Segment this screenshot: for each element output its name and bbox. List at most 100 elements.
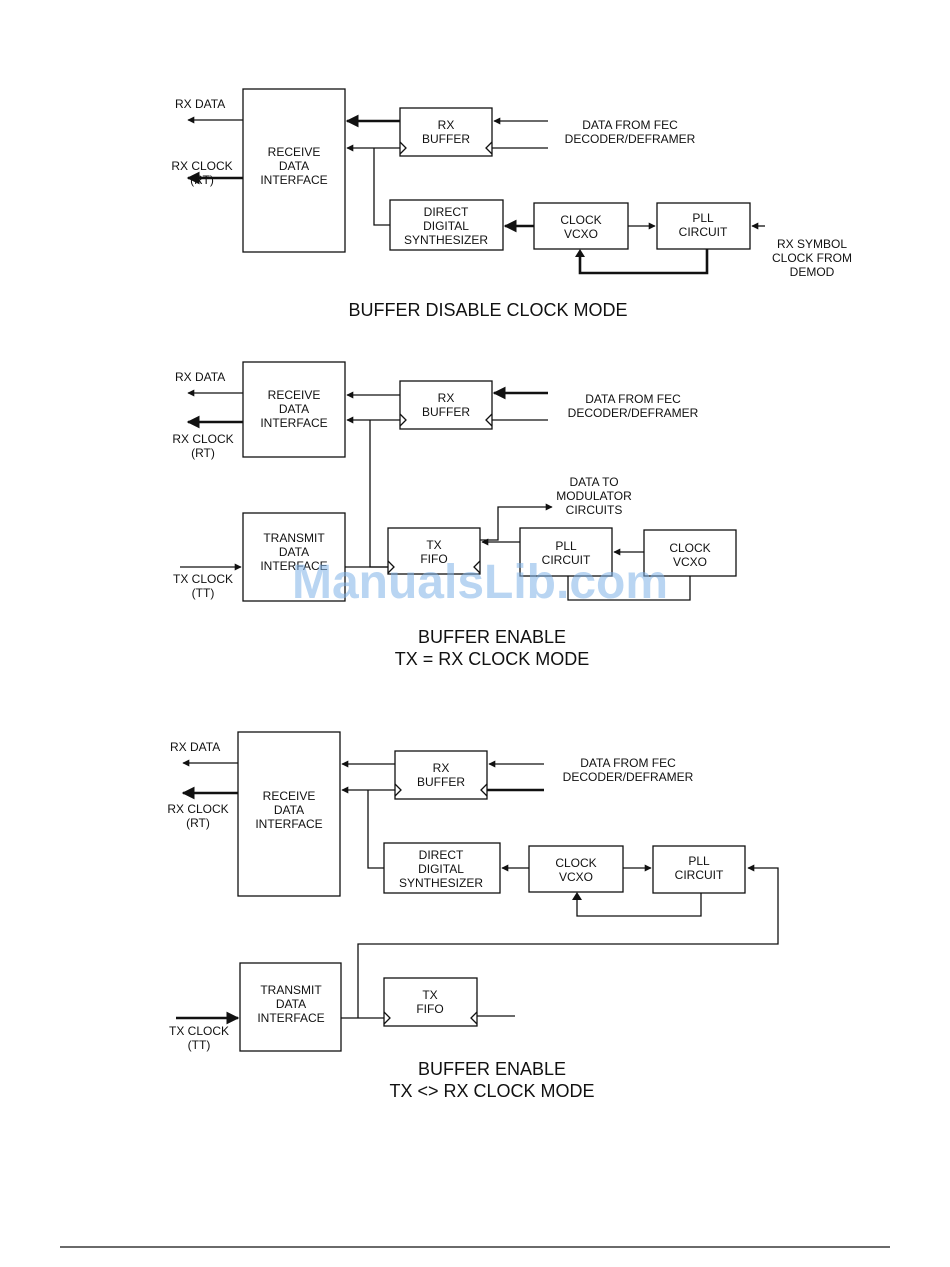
rx-clock-label: RX CLOCK: [167, 802, 228, 816]
tx-fifo-box: [383, 977, 478, 1027]
rx-clock-sub-label: (RT): [186, 816, 210, 830]
pll-circuit-box: [652, 845, 746, 894]
fifo-to-modulator-arrow: [480, 503, 553, 541]
tx-fifo-label-2: FIFO: [420, 552, 447, 566]
transmit-label-2: DATA: [276, 997, 306, 1011]
rx-buffer-label-1: RX: [438, 391, 455, 405]
transmit-label-2: DATA: [279, 545, 309, 559]
receive-data-interface-box: [237, 731, 341, 897]
pll-label-1: PLL: [692, 211, 714, 225]
clock-input-notch: [470, 1011, 478, 1025]
clock-vcxo-label-1: CLOCK: [560, 213, 601, 227]
transmit-label-3: INTERFACE: [260, 559, 327, 573]
rx-data-label: RX DATA: [175, 97, 225, 111]
dds-clock-line: [367, 790, 384, 869]
pll-label-1: PLL: [555, 539, 577, 553]
data-to-modulator-label-1: DATA TO: [569, 475, 618, 489]
rx-symbol-label-1: RX SYMBOL: [777, 237, 847, 251]
diagram2-caption-line1: BUFFER ENABLE: [418, 627, 566, 647]
dds-label-3: SYNTHESIZER: [404, 233, 488, 247]
data-from-fec-label-1: DATA FROM FEC: [582, 118, 678, 132]
pll-label-2: CIRCUIT: [675, 868, 724, 882]
receive-label-3: INTERFACE: [255, 817, 322, 831]
pll-feedback-line: [578, 249, 709, 275]
clock-input-notch: [387, 560, 395, 574]
rx-symbol-label-2: CLOCK FROM: [772, 251, 852, 265]
tx-clock-to-pll-line: [357, 864, 779, 1018]
pll-feedback-line: [576, 893, 702, 917]
clock-vcxo-label-1: CLOCK: [555, 856, 596, 870]
data-from-fec-label-2: DECODER/DEFRAMER: [563, 770, 694, 784]
tx-clock-label: TX CLOCK: [173, 572, 233, 586]
dds-clock-line: [373, 148, 390, 226]
clock-input-notch: [473, 560, 481, 574]
data-to-modulator-label-3: CIRCUITS: [566, 503, 623, 517]
rx-buffer-box: [399, 107, 493, 157]
tx-fifo-box: [387, 527, 481, 575]
pll-circuit-box: [519, 527, 613, 577]
transmit-label-1: TRANSMIT: [260, 983, 322, 997]
rx-buffer-box: [399, 380, 493, 430]
data-from-fec-label-2: DECODER/DEFRAMER: [565, 132, 696, 146]
rx-buffer-label-1: RX: [438, 118, 455, 132]
transmit-data-interface-box: [242, 512, 346, 602]
pll-label-1: PLL: [688, 854, 710, 868]
dds-label-1: DIRECT: [419, 848, 464, 862]
diagram3-caption-line2: TX <> RX CLOCK MODE: [389, 1081, 594, 1101]
clock-input-notch: [480, 783, 488, 797]
clock-input-notch: [399, 413, 407, 427]
pll-circuit-box: [656, 202, 751, 250]
clock-vcxo-label-2: VCXO: [559, 870, 593, 884]
rx-clock-label: RX CLOCK: [171, 159, 232, 173]
tx-clock-sub-label: (TT): [188, 1038, 211, 1052]
rx-data-label: RX DATA: [175, 370, 225, 384]
rx-symbol-label-3: DEMOD: [790, 265, 835, 279]
tx-clock-label: TX CLOCK: [169, 1024, 229, 1038]
rx-clock-to-fifo-line: [369, 420, 388, 568]
data-from-fec-label-2: DECODER/DEFRAMER: [568, 406, 699, 420]
receive-data-interface-box: [242, 88, 346, 253]
data-from-fec-label-1: DATA FROM FEC: [585, 392, 681, 406]
clock-input-notch: [383, 1011, 391, 1025]
clock-input-notch: [485, 413, 493, 427]
watermark: ManualsLib.com: [292, 556, 668, 609]
dds-box: [383, 842, 501, 894]
transmit-data-interface-box: [239, 962, 342, 1052]
pll-feedback-arrowhead: [572, 892, 582, 900]
receive-label-3: INTERFACE: [260, 416, 327, 430]
dds-label-2: DIGITAL: [423, 219, 469, 233]
rx-buffer-label-2: BUFFER: [417, 775, 465, 789]
receive-label-1: RECEIVE: [268, 388, 321, 402]
dds-label-3: SYNTHESIZER: [399, 876, 483, 890]
receive-label-2: DATA: [279, 402, 309, 416]
rx-buffer-label-1: RX: [433, 761, 450, 775]
dds-label-2: DIGITAL: [418, 862, 464, 876]
receive-label-3: INTERFACE: [260, 173, 327, 187]
receive-label-1: RECEIVE: [263, 789, 316, 803]
diagram-buffer-disable: RX DATA RX CLOCK (RT) RECEIVE DATA INTER…: [171, 88, 852, 320]
tx-fifo-label-1: TX: [426, 538, 441, 552]
rx-data-label: RX DATA: [170, 740, 220, 754]
dds-label-1: DIRECT: [424, 205, 469, 219]
pll-label-2: CIRCUIT: [542, 553, 591, 567]
pll-feedback-line: [567, 576, 691, 601]
rx-clock-sub-label: (RT): [191, 446, 215, 460]
diagram2-caption-line2: TX = RX CLOCK MODE: [395, 649, 590, 669]
transmit-label-1: TRANSMIT: [263, 531, 325, 545]
data-to-modulator-label-2: MODULATOR: [556, 489, 632, 503]
rx-clock-sub-label: (RT): [190, 173, 214, 187]
diagram-buffer-enable-tx-ne-rx: RX DATA RX CLOCK (RT) RECEIVE DATA INTER…: [167, 731, 779, 1101]
pll-feedback-arrowhead: [575, 249, 585, 257]
clock-vcxo-box: [528, 845, 624, 893]
tx-fifo-label-1: TX: [422, 988, 437, 1002]
diagram-buffer-enable-tx-eq-rx: RX DATA RX CLOCK (RT) RECEIVE DATA INTER…: [172, 361, 737, 669]
rx-buffer-label-2: BUFFER: [422, 405, 470, 419]
tx-fifo-label-2: FIFO: [416, 1002, 443, 1016]
transmit-label-3: INTERFACE: [257, 1011, 324, 1025]
receive-label-2: DATA: [279, 159, 309, 173]
pll-label-2: CIRCUIT: [679, 225, 728, 239]
clock-vcxo-label-1: CLOCK: [669, 541, 710, 555]
clock-vcxo-label-2: VCXO: [673, 555, 707, 569]
